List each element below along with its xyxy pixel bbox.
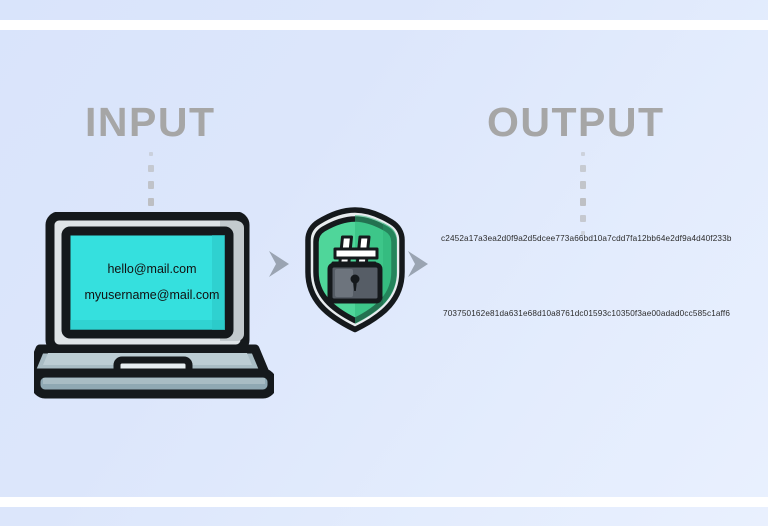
output-hash-2: 703750162e81da631e68d10a8761dc01593c1035… <box>443 309 731 318</box>
dotted-connector-output <box>580 152 586 244</box>
shield-hash-lock-icon <box>297 207 413 338</box>
arrow-hash-to-output <box>406 248 436 285</box>
screen-text-line-2: myusername@mail.com <box>84 288 220 302</box>
laptop-illustration <box>25 211 277 405</box>
input-heading: INPUT <box>85 99 216 145</box>
screen-text-line-1: hello@mail.com <box>107 262 197 276</box>
output-hash-1: c2452a17a3ea2d0f9a2d5dcee773a66bd10a7cdd… <box>441 234 732 243</box>
decorative-band-top <box>0 20 768 30</box>
output-heading: OUTPUT <box>487 99 665 145</box>
arrow-input-to-hash <box>267 248 297 285</box>
decorative-band-bottom <box>0 497 768 507</box>
